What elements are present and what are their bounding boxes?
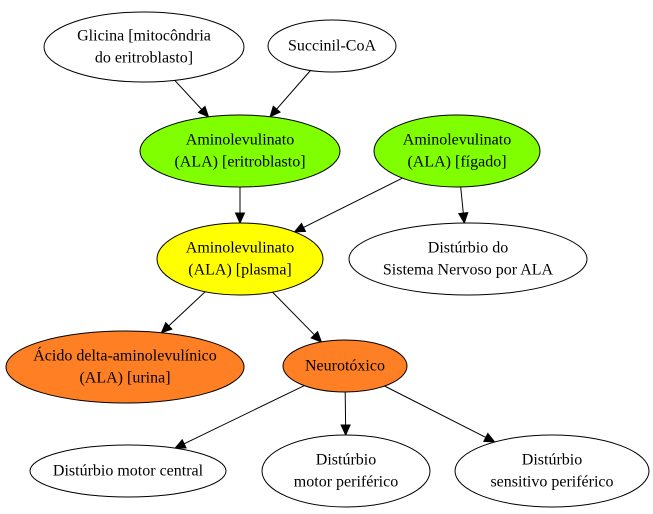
node-label: Distúrbio motor central [53,463,204,480]
arrowhead-icon [340,424,351,437]
node-label: (ALA) [fígado] [407,154,506,171]
edge-line [272,291,315,336]
node-neurotoxico: Neurotóxico [282,339,408,393]
edge-line [384,385,487,438]
edge-line [460,186,464,214]
node-label: do eritroblasto] [95,50,193,67]
node-label: Succinil-CoA [288,38,376,55]
arrowhead-icon [197,105,210,118]
arrowhead-icon [160,321,173,334]
node-disturbio-snc: Distúrbio do Sistema Nervoso por ALA [348,222,588,296]
edge-line [174,79,203,110]
node-label: Ácido delta-aminolevulínico [33,346,217,365]
edge-ala-figado-to-ala-plasma [293,177,403,233]
node-ellipse [5,330,245,404]
arrowhead-icon [234,212,246,225]
arrowhead-icon [457,212,469,225]
node-label: Aminolevulinato [186,240,294,257]
edges-layer [160,70,496,449]
node-ellipse [282,339,408,393]
node-ellipse [348,222,588,296]
node-label: Aminolevulinato [186,132,294,149]
node-succinil: Succinil-CoA [267,19,397,73]
node-label: Distúrbio [522,452,582,469]
node-label: Sistema Nervoso por ALA [383,262,554,279]
node-motor-central: Distúrbio motor central [29,444,227,498]
node-label: motor periférico [294,474,398,491]
edge-line [183,385,305,445]
node-label: Distúrbio [316,452,376,469]
edge-neurotoxico-to-motor-periferico [340,391,351,437]
edge-neurotoxico-to-motor-central [173,385,305,449]
node-acido-urina: Ácido delta-aminolevulínico (ALA) [urina] [5,330,245,404]
node-ala-plasma: Aminolevulinato (ALA) [plasma] [156,222,324,296]
edge-ala-figado-to-disturbio-snc [457,186,469,225]
edge-line [303,177,403,228]
arrowhead-icon [293,222,307,233]
arrowhead-icon [173,438,187,449]
node-ala-eritroblasto: Aminolevulinato (ALA) [eritroblasto] [139,114,341,188]
node-ellipse [454,434,650,508]
nodes-layer: Glicina [mitocôndria do eritroblasto] Succ… [5,11,650,508]
edge-ala-eritroblasto-to-ala-plasma [234,187,246,225]
node-ellipse [373,114,541,188]
arrowhead-icon [483,432,496,443]
node-ellipse [267,19,397,73]
node-ellipse [156,222,324,296]
node-motor-periferico: Distúrbio motor periférico [261,434,431,508]
node-ellipse [43,11,245,83]
node-ellipse [261,434,431,508]
edge-line [276,70,311,110]
node-label: sensitivo periférico [490,474,613,491]
node-sensitivo-periferico: Distúrbio sensitivo periférico [454,434,650,508]
edge-neurotoxico-to-sensitivo-periferico [384,385,496,443]
node-label: (ALA) [plasma] [188,262,292,279]
node-label: Aminolevulinato [403,132,511,149]
node-ala-figado: Aminolevulinato (ALA) [fígado] [373,114,541,188]
node-ellipse [29,444,227,498]
edge-glicina-to-ala-eritroblasto [174,79,210,118]
node-label: Glicina [mitocôndria [77,28,211,45]
node-label: (ALA) [eritroblasto] [174,154,305,171]
edge-ala-plasma-to-acido-urina [160,291,206,334]
arrowhead-icon [310,330,323,343]
node-ellipse [139,114,341,188]
node-label: Distúrbio do [428,240,508,257]
node-label: (ALA) [urina] [79,370,170,387]
edge-succinil-to-ala-eritroblasto [269,70,311,118]
arrowhead-icon [269,105,282,118]
node-glicina: Glicina [mitocôndria do eritroblasto] [43,11,245,83]
node-label: Neurotóxico [305,358,385,375]
edge-line [168,291,206,327]
edge-ala-plasma-to-neurotoxico [272,291,323,343]
